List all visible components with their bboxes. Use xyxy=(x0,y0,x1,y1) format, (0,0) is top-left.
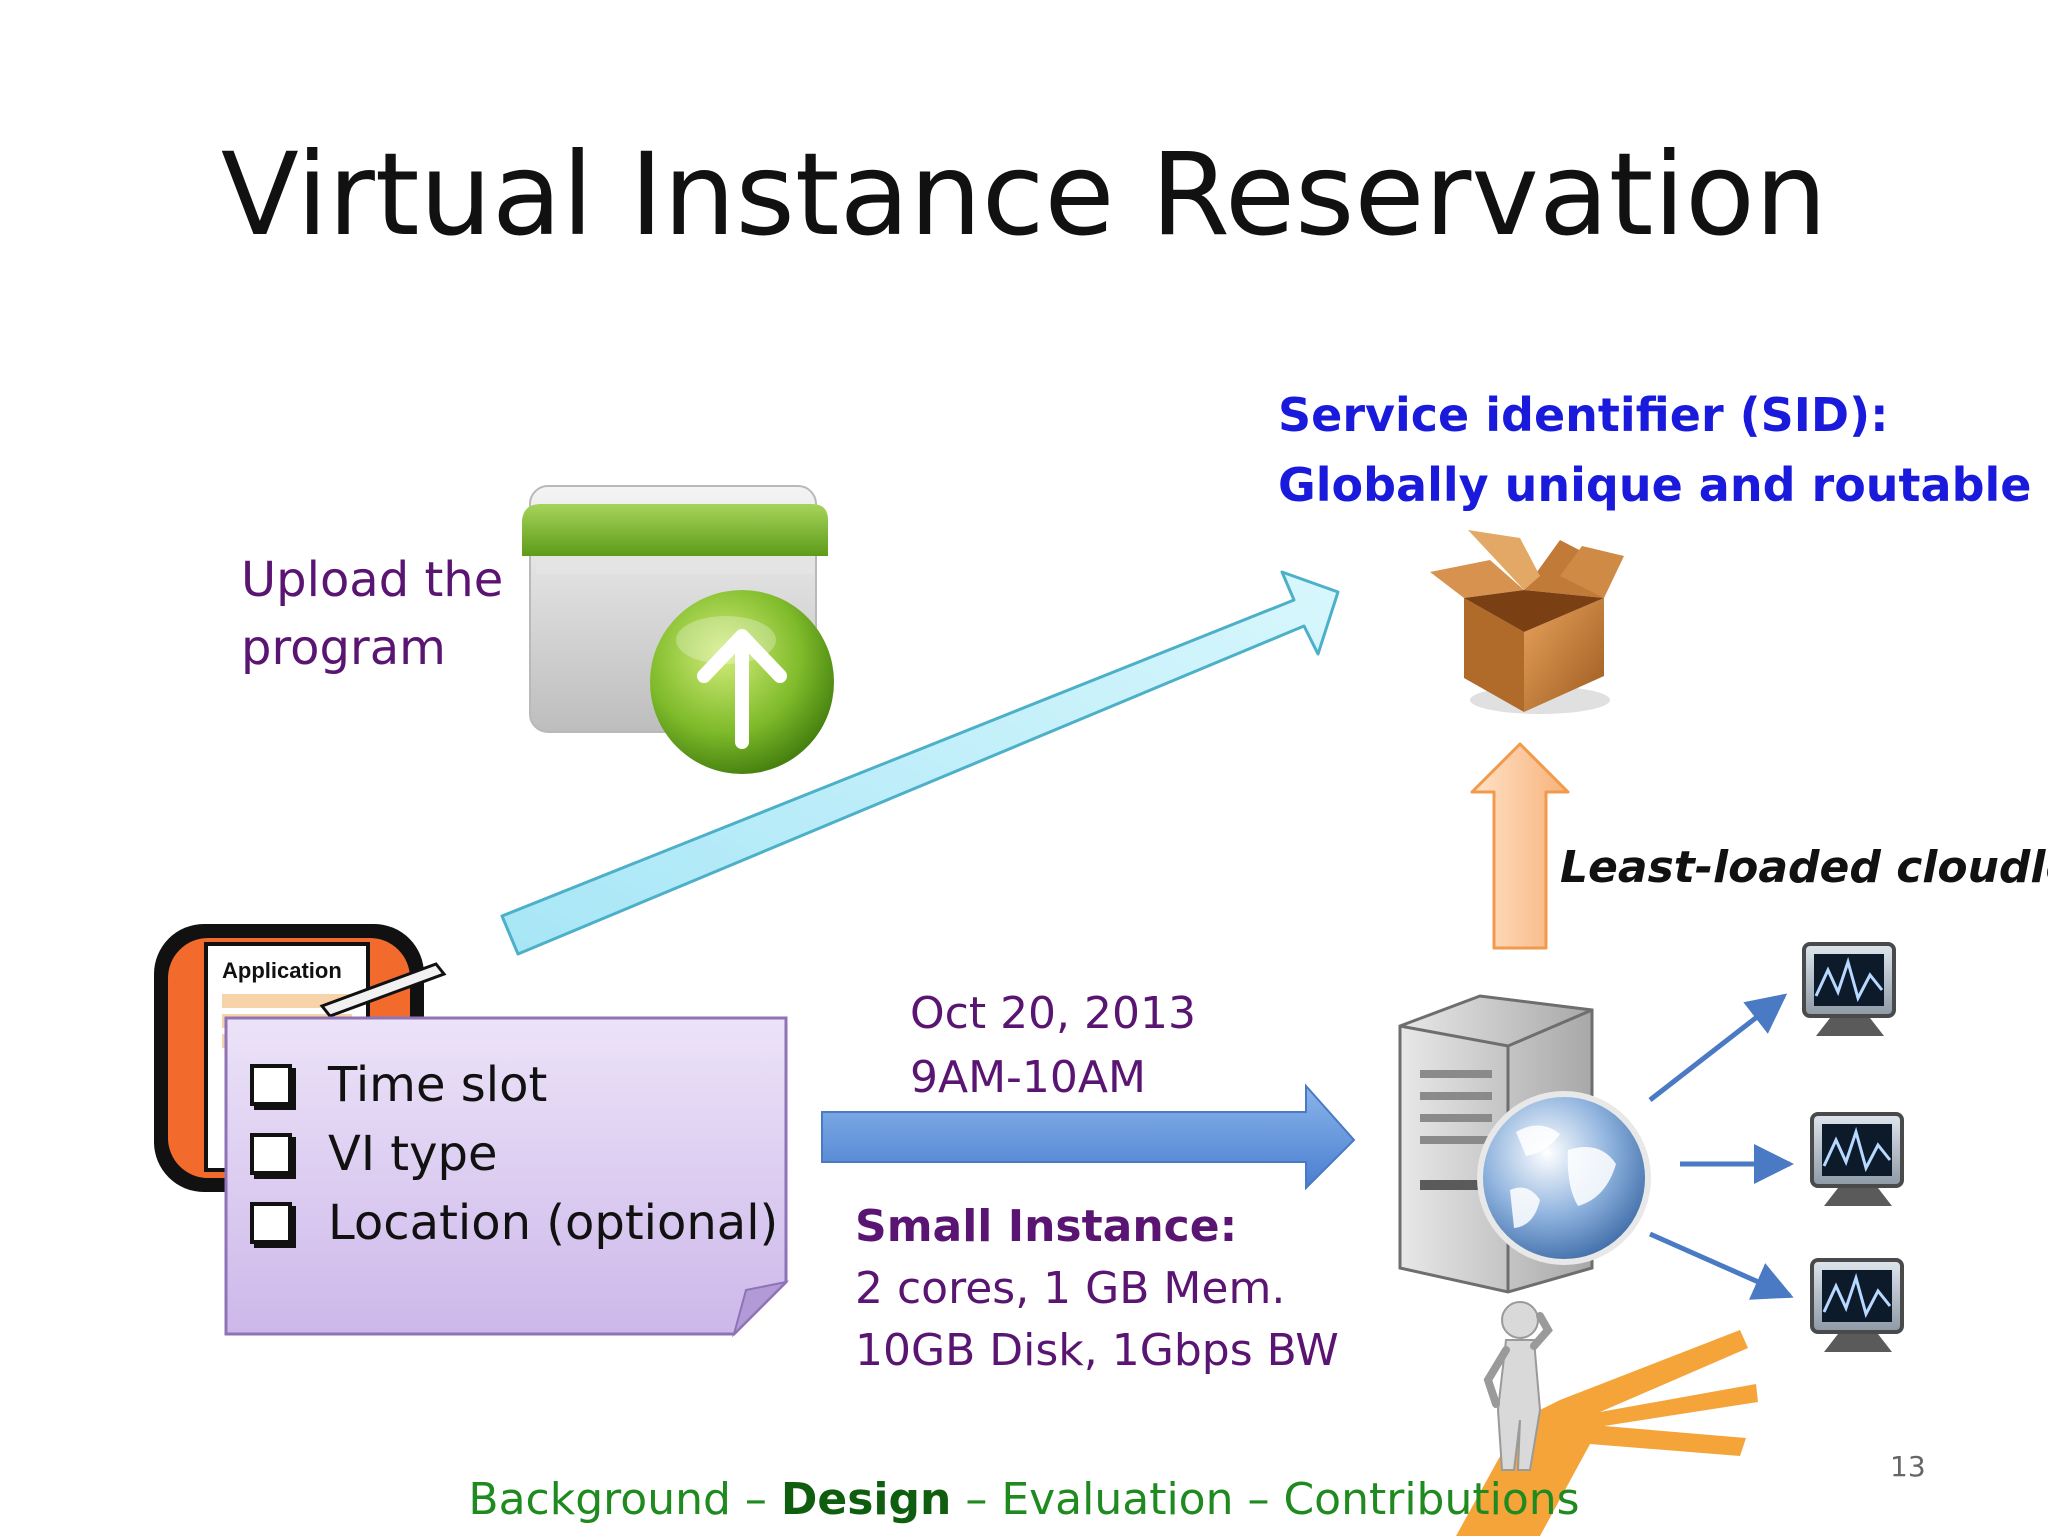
box-icon xyxy=(1430,530,1624,714)
footer-background: Background – xyxy=(468,1474,781,1525)
instance-heading: Small Instance: xyxy=(855,1201,1238,1252)
select-arrow xyxy=(1470,742,1570,950)
slide-title: Virtual Instance Reservation xyxy=(220,128,1828,261)
date-line-2: 9AM-10AM xyxy=(910,1052,1146,1103)
instance-line-2: 10GB Disk, 1Gbps BW xyxy=(855,1325,1339,1376)
checklist-item: VI type xyxy=(250,1119,778,1188)
application-label: Application xyxy=(222,958,342,983)
checkbox-icon xyxy=(250,1201,292,1244)
checklist-label: VI type xyxy=(328,1125,498,1182)
upload-text: Upload the program xyxy=(241,546,503,682)
page-number: 13 xyxy=(1890,1450,1926,1483)
checkbox-icon xyxy=(250,1132,292,1175)
footer-rest: – Evaluation – Contributions xyxy=(951,1474,1580,1525)
checklist: Time slot VI type Location (optional) xyxy=(250,1050,778,1257)
upload-line-2: program xyxy=(241,620,446,676)
server-globe-icon xyxy=(1398,994,1651,1294)
instance-line-1: 2 cores, 1 GB Mem. xyxy=(855,1263,1286,1314)
service-identifier-text: Service identifier (SID): Globally uniqu… xyxy=(1278,380,2031,520)
section-nav-footer: Background – Design – Evaluation – Contr… xyxy=(0,1474,2048,1525)
instance-spec-text: Small Instance: 2 cores, 1 GB Mem. 10GB … xyxy=(855,1196,1339,1382)
checklist-item: Location (optional) xyxy=(250,1188,778,1257)
upload-folder-icon xyxy=(522,485,834,774)
footer-design: Design xyxy=(780,1474,952,1525)
least-loaded-label: Least-loaded cloudlet xyxy=(1560,842,2048,893)
checklist-item: Time slot xyxy=(250,1050,778,1119)
upload-arrow xyxy=(500,570,1340,956)
upload-line-1: Upload the xyxy=(241,552,504,608)
monitor-icon xyxy=(1802,942,1896,1036)
thinking-person-icon xyxy=(1456,1301,1758,1536)
requirements-note xyxy=(224,1016,790,1338)
date-line-1: Oct 20, 2013 xyxy=(910,988,1196,1039)
checklist-label: Location (optional) xyxy=(328,1194,779,1251)
distribution-arrows xyxy=(1648,993,1794,1300)
sid-line-2: Globally unique and routable xyxy=(1278,458,2032,512)
reserve-arrow xyxy=(821,1083,1356,1191)
checkbox-icon xyxy=(250,1063,292,1106)
monitor-icon xyxy=(1810,1112,1904,1206)
monitor-icon xyxy=(1810,1258,1904,1352)
checklist-label: Time slot xyxy=(328,1056,548,1113)
reservation-time-text: Oct 20, 2013 9AM-10AM xyxy=(910,982,1196,1110)
sid-line-1: Service identifier (SID): xyxy=(1278,388,1889,442)
